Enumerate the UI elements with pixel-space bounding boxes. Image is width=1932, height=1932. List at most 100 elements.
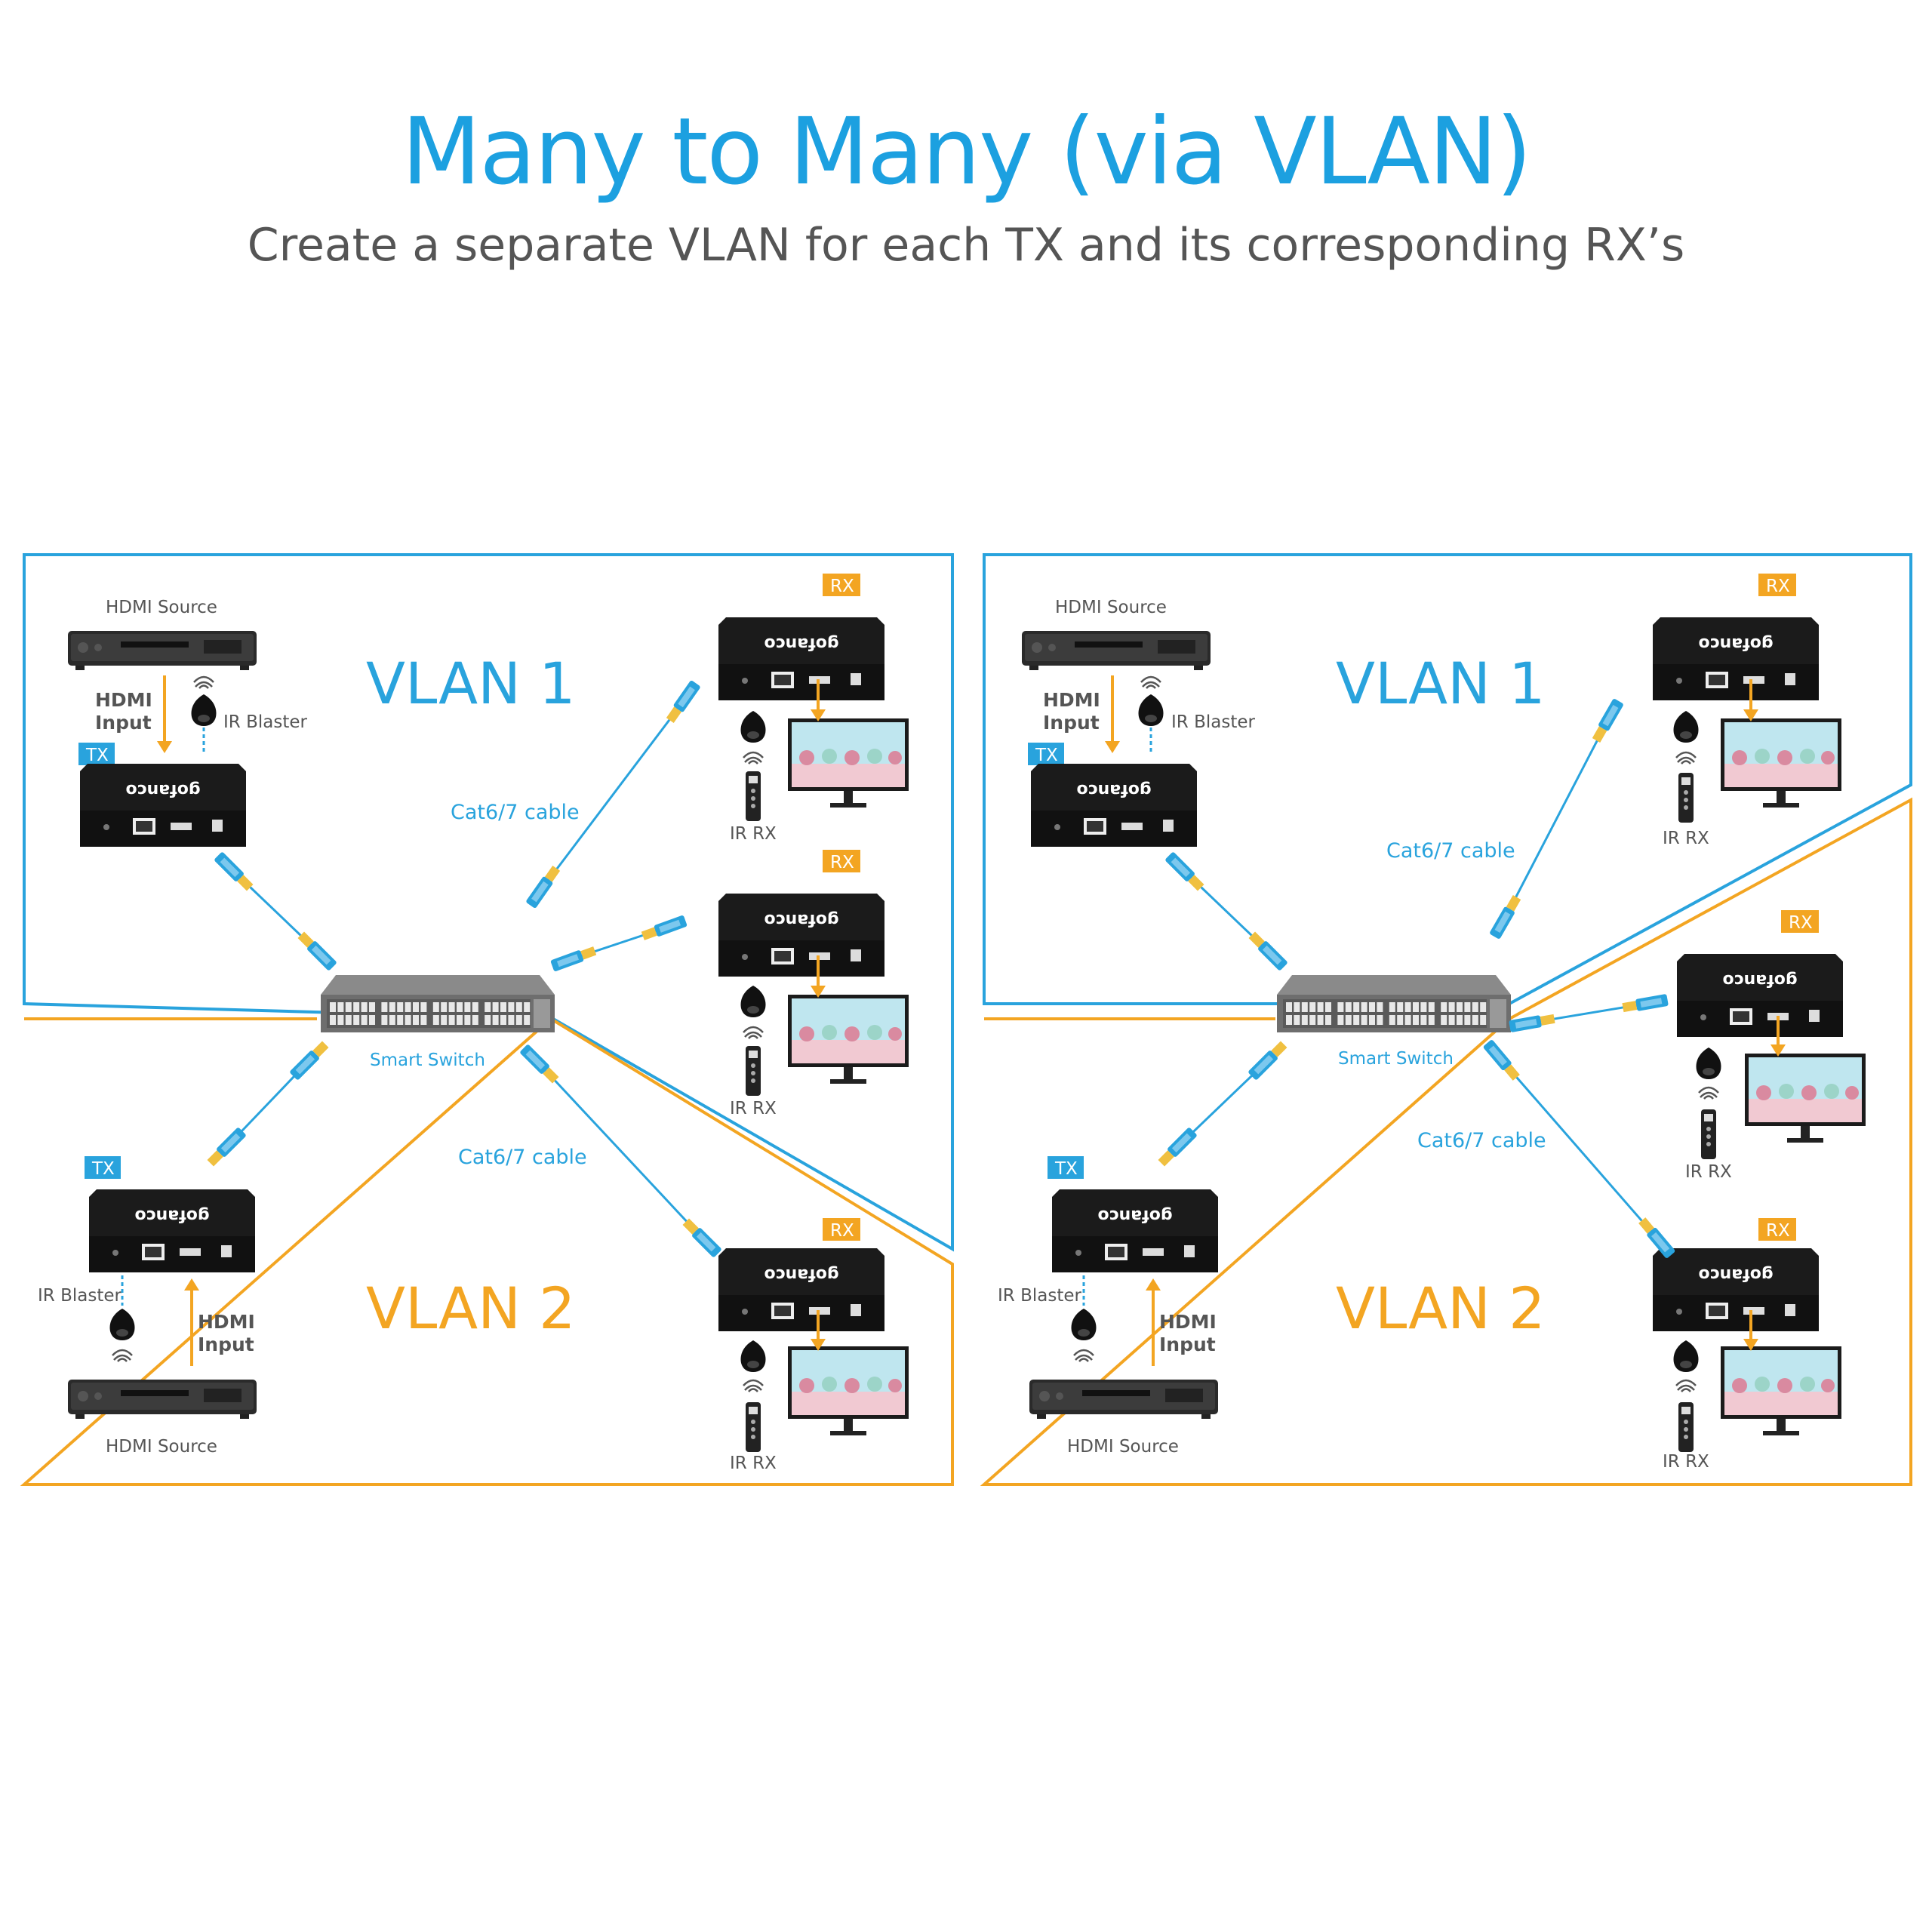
ir-remote-icon (746, 1046, 761, 1096)
switch-port (508, 1015, 515, 1025)
ethernet-plug-icon (681, 1217, 722, 1258)
ir-rx-label: IR RX (730, 824, 777, 844)
switch-port (500, 1002, 506, 1012)
switch-port (500, 1015, 506, 1025)
switch-port (1294, 1015, 1300, 1025)
ethernet-plug-icon (519, 1044, 560, 1084)
wireless-waves-icon (192, 675, 215, 690)
switch-port (1389, 1015, 1395, 1025)
rx-tag-text: RX (830, 1221, 854, 1241)
wireless-waves-icon (111, 1349, 134, 1363)
tx-extender-icon (1031, 764, 1197, 847)
switch-port (1369, 1015, 1375, 1025)
monitor-icon (788, 995, 909, 1084)
switch-port (1353, 1002, 1360, 1012)
rx-tag (823, 574, 860, 596)
switch-port (1448, 1015, 1455, 1025)
ir-receiver-icon (1696, 1048, 1721, 1079)
monitor-icon (1745, 1054, 1866, 1143)
wireless-waves-icon (1697, 1086, 1720, 1100)
switch-port (420, 1015, 427, 1025)
ethernet-plug-icon (1622, 993, 1669, 1014)
rx-tag-text: RX (830, 577, 854, 596)
hdmi-input-label-2: Input (1159, 1334, 1216, 1355)
page-title: Many to Many (via VLAN) (401, 98, 1532, 205)
switch-port (1413, 1002, 1419, 1012)
switch-port (1309, 1015, 1316, 1025)
cable-label: Cat6/7 cable (1417, 1129, 1546, 1152)
ir-blaster-label: IR Blaster (1171, 712, 1255, 732)
monitor-icon (788, 1346, 909, 1435)
switch-port (1325, 1002, 1331, 1012)
switch-port (441, 1002, 448, 1012)
switch-port (485, 1002, 491, 1012)
switch-port (405, 1015, 411, 1025)
switch-port (1420, 1015, 1427, 1025)
ir-remote-icon (746, 771, 761, 821)
tx-tag-text: TX (1035, 746, 1058, 765)
switch-ports (1286, 1002, 1487, 1025)
vlan2-label-left: VLAN 2 (366, 1275, 575, 1342)
ir-rx-label: IR RX (1663, 1452, 1709, 1472)
ir-remote-icon (1678, 1402, 1694, 1452)
switch-label: Smart Switch (1338, 1049, 1454, 1069)
switch-port (457, 1002, 463, 1012)
switch-port (1337, 1015, 1344, 1025)
switch-port (330, 1002, 336, 1012)
ethernet-plug-icon (1164, 851, 1205, 892)
rx-extender-icon (1677, 954, 1843, 1037)
switch-port (345, 1002, 352, 1012)
switch-port (492, 1015, 499, 1025)
switch-label: Smart Switch (370, 1051, 485, 1070)
switch-port (524, 1015, 531, 1025)
tx-tag-text: TX (91, 1159, 115, 1179)
hdmi-source-label: HDMI Source (1067, 1437, 1179, 1457)
switch-port (397, 1015, 404, 1025)
switch-port (472, 1002, 478, 1012)
rx-tag-text: RX (1766, 577, 1790, 596)
switch-port (1309, 1002, 1316, 1012)
ir-remote-icon (746, 1402, 761, 1452)
ethernet-plug-icon (550, 945, 597, 972)
monitor-icon (1721, 718, 1841, 808)
switch-port (1353, 1015, 1360, 1025)
ir-blaster-icon (109, 1309, 135, 1340)
switch-port (397, 1002, 404, 1012)
rx-tag-text: RX (830, 853, 854, 872)
tx-tag (1048, 1156, 1084, 1179)
switch-port (508, 1002, 515, 1012)
hdmi-input-label-2: Input (95, 712, 152, 734)
rx-extender-icon (718, 894, 884, 977)
ethernet-plug-icon (1247, 931, 1288, 971)
tx-extender-icon (89, 1189, 255, 1272)
hdmi-input-label-2: Input (198, 1334, 254, 1355)
switch-port (1345, 1015, 1352, 1025)
hdmi-input-label-2: Input (1043, 712, 1100, 734)
ir-receiver-icon (1673, 711, 1699, 743)
switch-port (472, 1015, 478, 1025)
monitor-icon (788, 718, 909, 808)
cable-label: Cat6/7 cable (451, 801, 580, 824)
switch-port (353, 1015, 360, 1025)
rx-tag-text: RX (1789, 913, 1813, 933)
switch-port (345, 1015, 352, 1025)
ethernet-plug-icon (1247, 1040, 1288, 1081)
hdmi-source-icon (68, 631, 257, 670)
ir-blaster-icon (1071, 1309, 1097, 1340)
switch-port (1464, 1015, 1471, 1025)
ir-receiver-icon (740, 1340, 766, 1372)
switch-port (1377, 1002, 1383, 1012)
switch-port (1428, 1015, 1435, 1025)
switch-port (353, 1002, 360, 1012)
switch-port (413, 1002, 419, 1012)
switch-port (1404, 1015, 1411, 1025)
wireless-waves-icon (1140, 675, 1162, 690)
switch-port (1457, 1002, 1463, 1012)
switch-port (1286, 1002, 1292, 1012)
switch-port (381, 1002, 388, 1012)
ir-rx-label: IR RX (730, 1099, 777, 1118)
switch-port (1428, 1002, 1435, 1012)
ir-blaster-label: IR Blaster (998, 1286, 1081, 1306)
switch-port (1464, 1002, 1471, 1012)
